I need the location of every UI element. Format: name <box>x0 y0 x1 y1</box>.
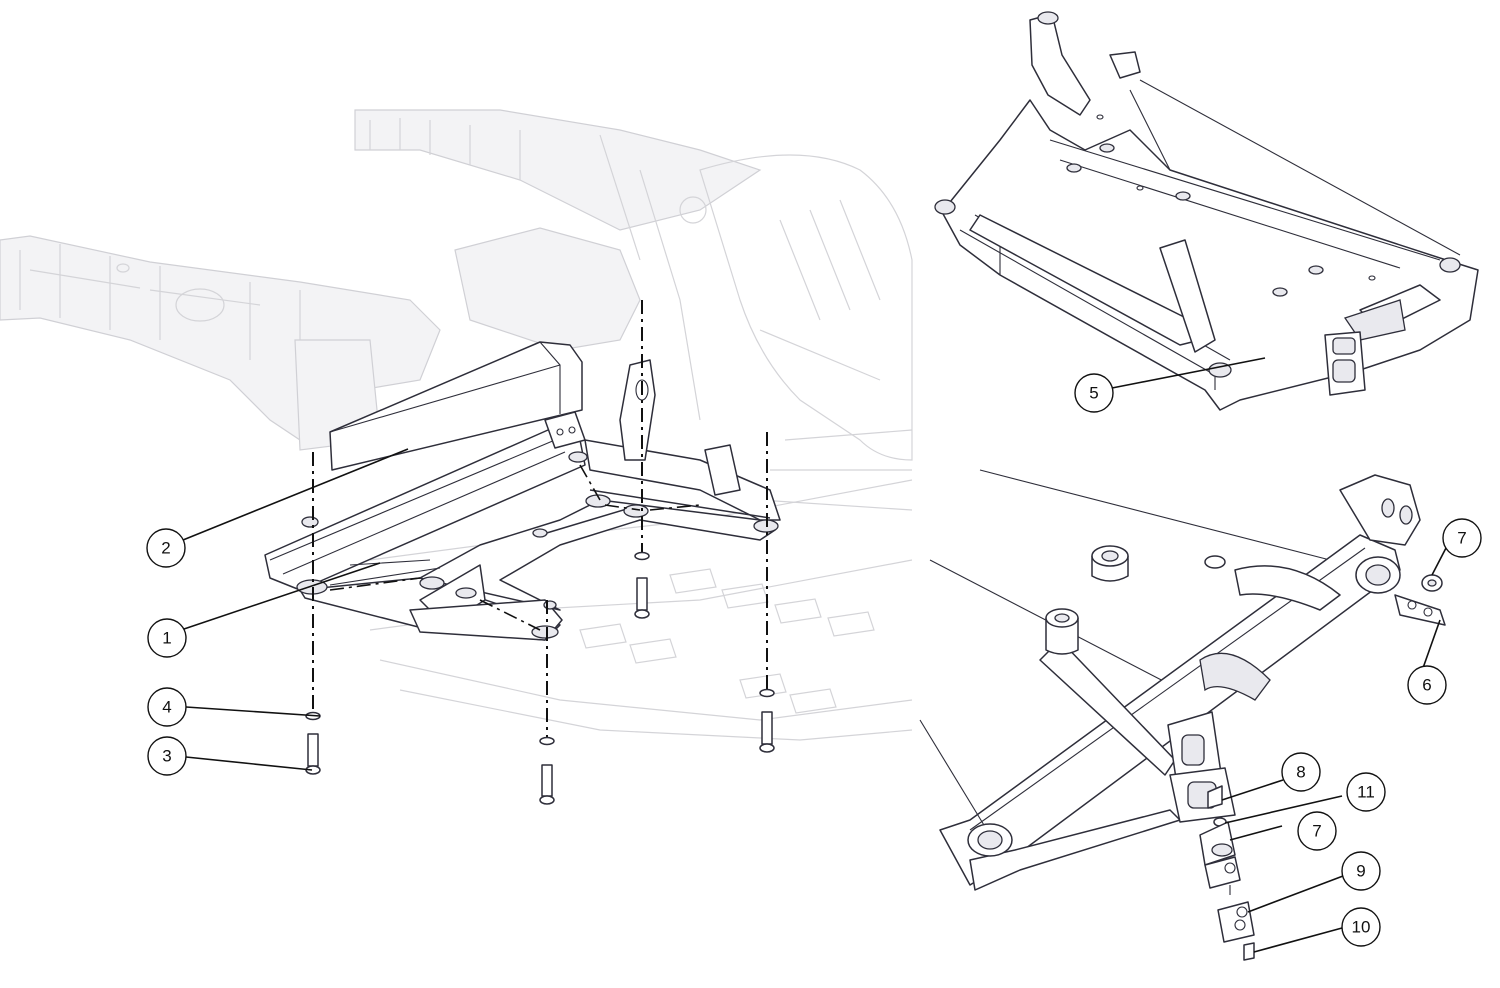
callout-7a: 7 <box>1442 518 1482 558</box>
svg-text:10: 10 <box>1352 918 1371 937</box>
screw-10 <box>1243 942 1255 961</box>
svg-text:7: 7 <box>1312 822 1321 841</box>
callout-6: 6 <box>1407 665 1447 705</box>
callout-8: 8 <box>1281 752 1321 792</box>
svg-text:5: 5 <box>1089 384 1098 403</box>
leader-lines <box>182 357 1447 953</box>
stud-8 <box>1207 785 1223 809</box>
subframe-iso-view <box>934 11 1479 411</box>
subframe-part-1 <box>264 359 781 641</box>
svg-text:6: 6 <box>1422 676 1431 695</box>
svg-text:9: 9 <box>1356 862 1365 881</box>
svg-text:8: 8 <box>1296 763 1305 782</box>
detail-view <box>919 469 1446 961</box>
callout-2: 2 <box>146 528 186 568</box>
callout-4: 4 <box>147 687 187 727</box>
callout-10: 10 <box>1341 907 1381 947</box>
callout-1: 1 <box>147 618 187 658</box>
svg-text:1: 1 <box>162 629 171 648</box>
callout-3: 3 <box>147 736 187 776</box>
callout-11: 11 <box>1346 772 1386 812</box>
svg-text:2: 2 <box>161 539 170 558</box>
callout-7b: 7 <box>1297 811 1337 851</box>
callout-5: 5 <box>1074 373 1114 413</box>
fasteners-left <box>305 551 775 805</box>
tab-6 <box>1394 594 1446 626</box>
assembly-axes <box>312 300 768 740</box>
nut-7b <box>1211 843 1233 857</box>
callout-9: 9 <box>1341 851 1381 891</box>
bolt-3 <box>307 733 319 767</box>
svg-text:4: 4 <box>162 698 171 717</box>
svg-text:11: 11 <box>1357 783 1375 802</box>
svg-text:7: 7 <box>1457 529 1466 548</box>
ghost-vehicle-body <box>0 109 913 741</box>
brace-bar-part-2 <box>329 341 583 471</box>
svg-text:3: 3 <box>162 747 171 766</box>
